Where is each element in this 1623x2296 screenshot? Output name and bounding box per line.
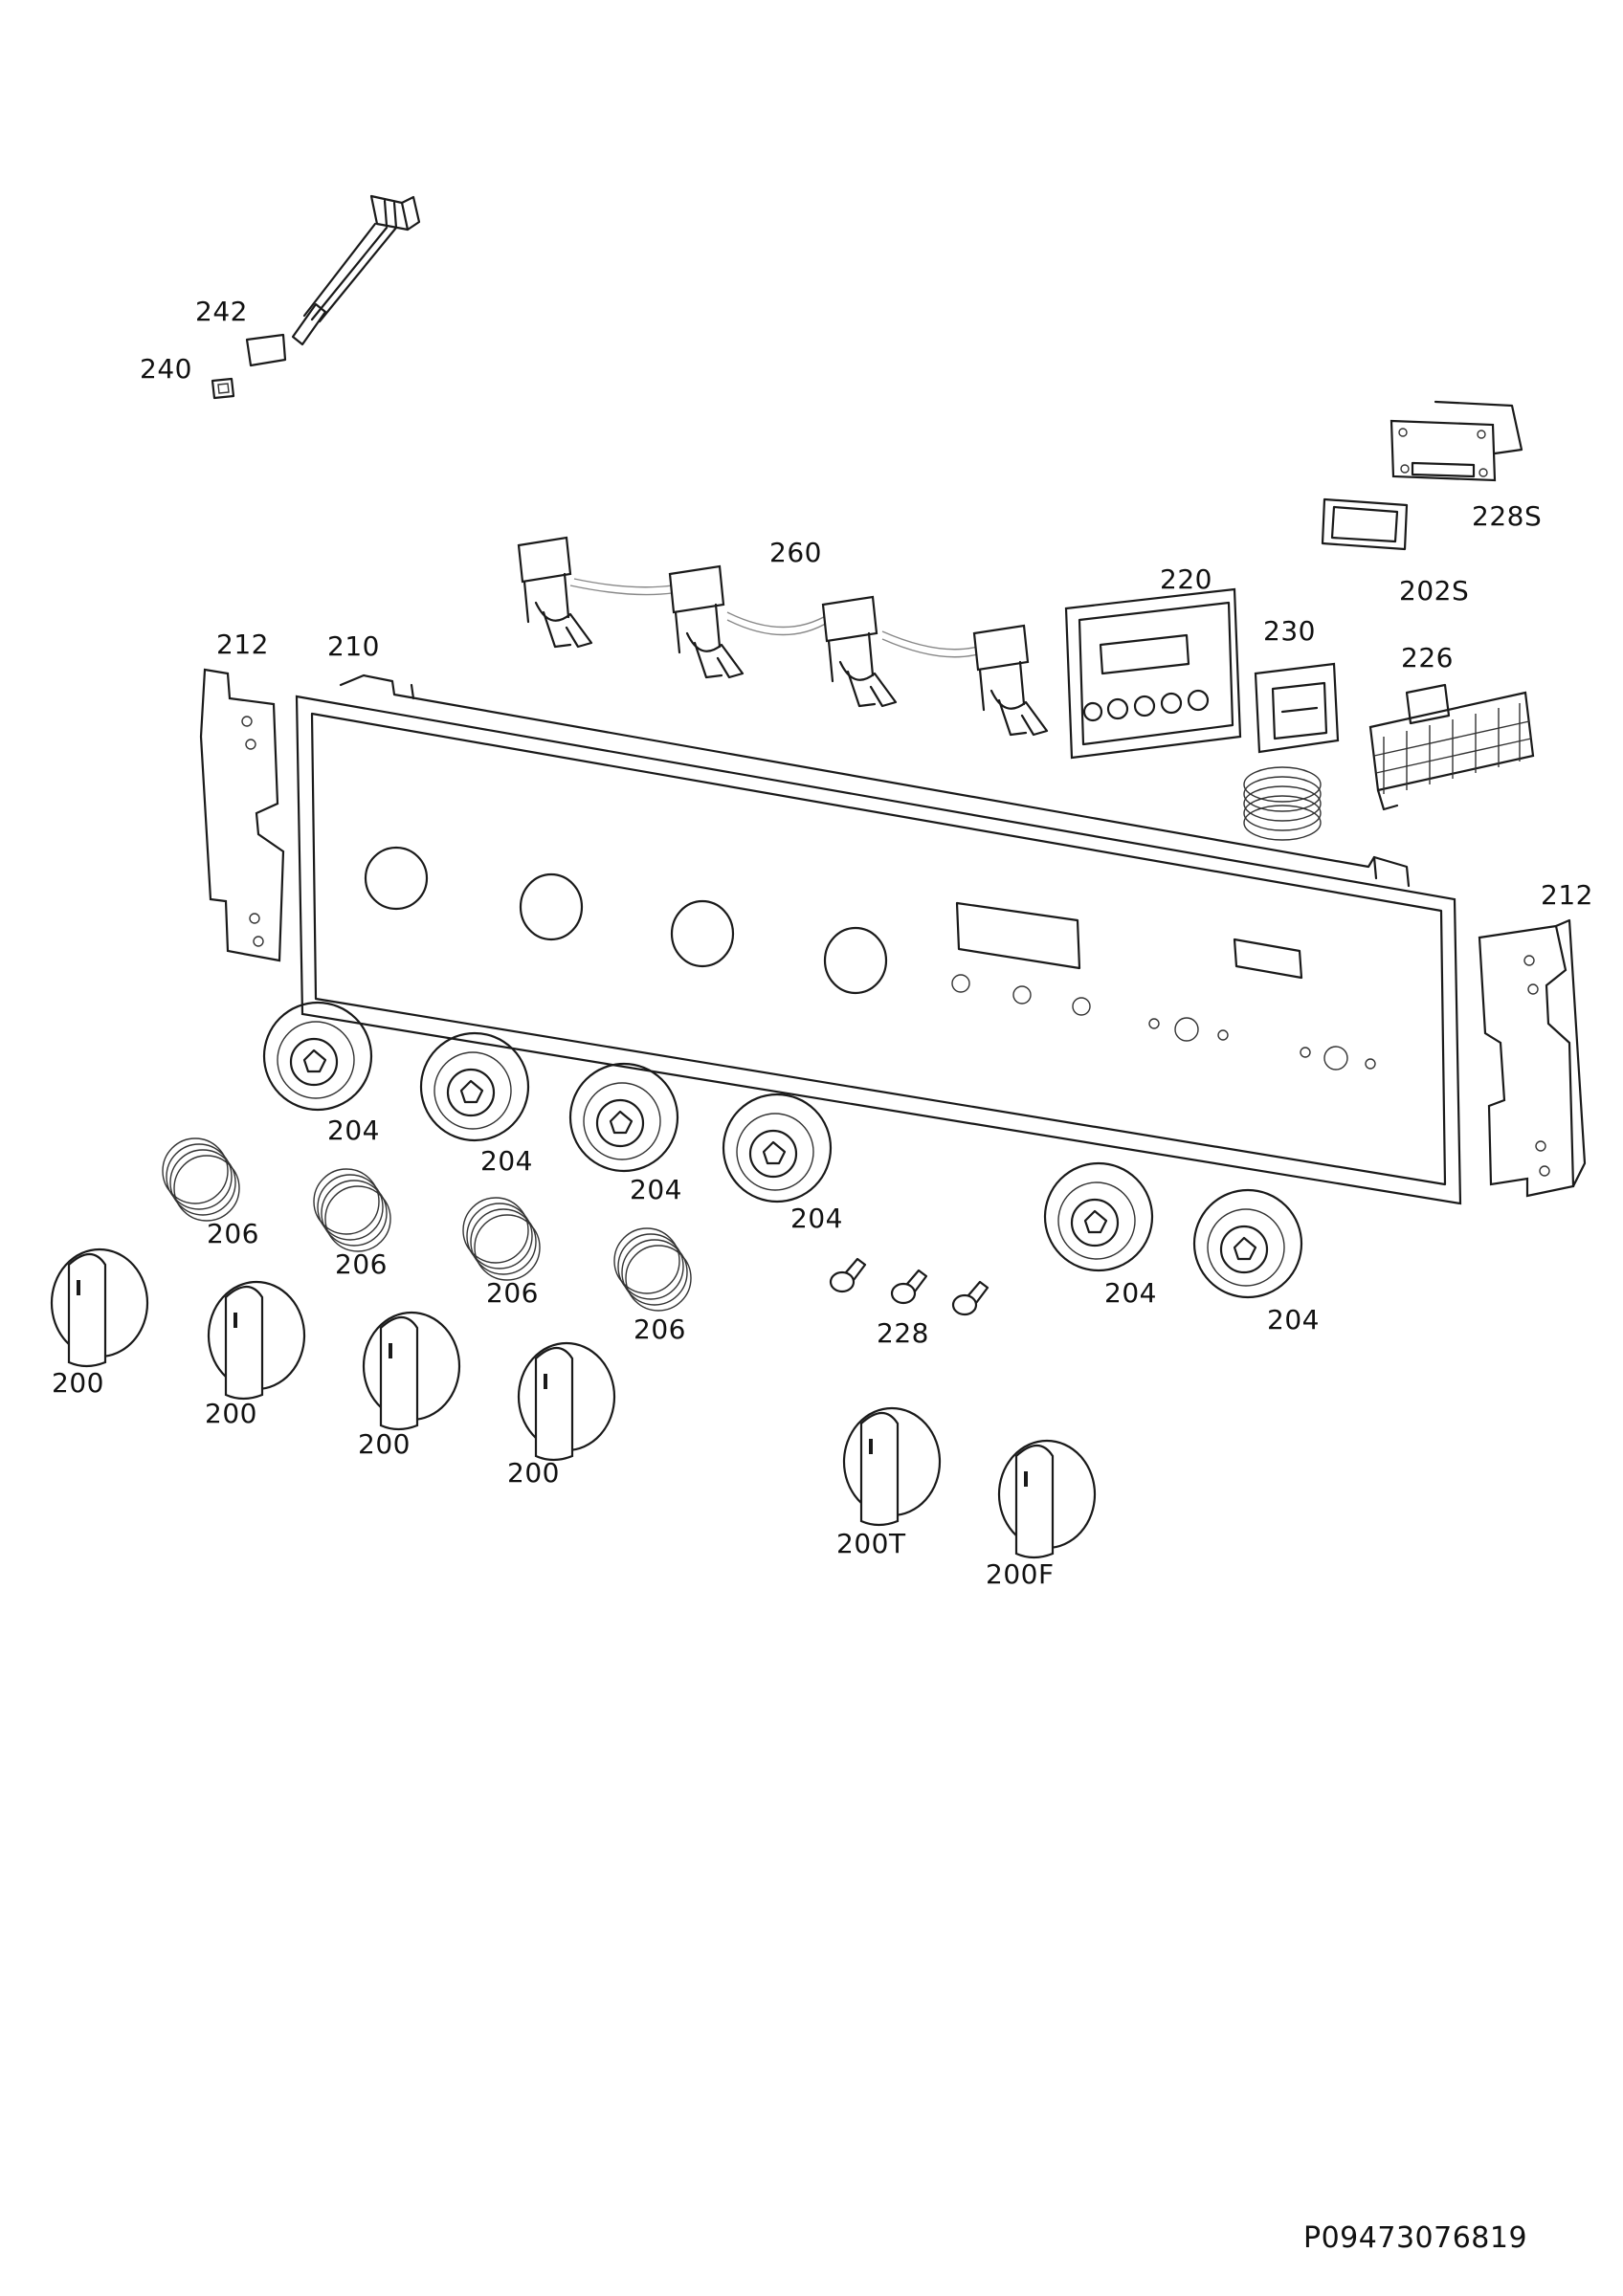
callout-260: 260: [769, 537, 822, 568]
callout-242: 242: [195, 296, 248, 327]
part-212-left-bracket: [199, 668, 285, 962]
callout-212-left: 212: [216, 629, 269, 660]
callout-200f: 200F: [986, 1558, 1055, 1590]
callout-206-4: 206: [634, 1314, 686, 1345]
part-204-bezels: [262, 1001, 1303, 1299]
callout-200-1: 200: [52, 1367, 104, 1399]
callout-210: 210: [327, 630, 380, 662]
callout-204-2: 204: [480, 1145, 533, 1177]
callout-200-4: 200: [507, 1457, 560, 1489]
callout-204-4: 204: [790, 1203, 843, 1234]
part-228-screws: [829, 1257, 989, 1316]
callout-240: 240: [140, 353, 192, 385]
callout-228: 228: [877, 1317, 929, 1349]
callout-204-3: 204: [630, 1174, 682, 1205]
callout-226: 226: [1401, 642, 1454, 673]
callout-200-3: 200: [358, 1428, 411, 1460]
part-230-thermostat: [1243, 662, 1340, 841]
part-226-selector-switch: [1368, 683, 1535, 811]
part-200-knobs: [50, 1247, 1097, 1559]
part-220-timer-module: [1064, 587, 1242, 760]
part-242-connector-cable: [245, 194, 421, 367]
callout-202s: 202S: [1399, 575, 1470, 607]
part-212-right-bracket: [1478, 918, 1587, 1198]
part-228s-switch: [1390, 400, 1523, 482]
part-210-control-panel: [295, 673, 1462, 1205]
part-260-switch-harness: [517, 536, 1049, 737]
callout-220: 220: [1160, 563, 1212, 595]
part-202s-bezel: [1321, 497, 1409, 551]
callout-200-2: 200: [205, 1398, 257, 1429]
part-206-springs: [162, 1137, 692, 1312]
callout-206-3: 206: [486, 1277, 539, 1309]
callout-206-1: 206: [207, 1218, 259, 1249]
part-240-clip: [211, 377, 235, 400]
callout-204-5: 204: [1104, 1277, 1157, 1309]
callout-200t: 200T: [836, 1528, 906, 1559]
callout-228s: 228S: [1472, 500, 1543, 532]
callout-204-6: 204: [1267, 1304, 1320, 1336]
callout-212-right: 212: [1541, 879, 1593, 911]
callout-204-1: 204: [327, 1115, 380, 1146]
callout-206-2: 206: [335, 1248, 388, 1280]
document-code: P09473076819: [1303, 2221, 1528, 2255]
callout-230: 230: [1263, 615, 1316, 647]
